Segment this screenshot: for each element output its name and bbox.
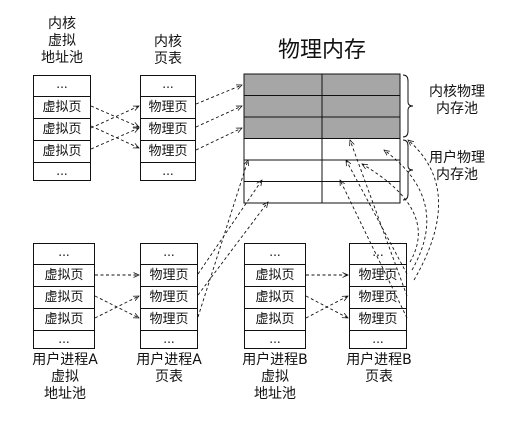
ellipsis-cell: ... (162, 77, 174, 91)
physical-page-cell: 物理页 (141, 140, 195, 162)
mapping-arrow (362, 164, 419, 263)
virtual-page-cell: 虚拟页 (34, 118, 90, 140)
mapping-arrow (346, 160, 408, 275)
mapping-arrow (305, 296, 348, 319)
mapping-arrow (408, 140, 440, 281)
ellipsis-cell: ... (269, 245, 281, 259)
mapping-arrow (195, 85, 242, 105)
physical-page-cell: 物理页 (141, 118, 195, 140)
mapping-arrow (350, 140, 408, 297)
virtual-page-cell: 虚拟页 (34, 140, 90, 162)
mapping-arrow (90, 125, 139, 149)
mapping-arrow (195, 105, 242, 128)
brace (402, 139, 414, 201)
kernel-ptable-label: 内核 页表 (154, 34, 182, 67)
mapping-arrow (94, 296, 139, 319)
ellipsis-cell: ... (350, 330, 406, 350)
virtual-page-cell: 虚拟页 (34, 286, 94, 308)
virtual-page-cell: 虚拟页 (245, 286, 305, 308)
virtual-page-cell: 虚拟页 (34, 308, 94, 330)
ellipsis-cell: ... (34, 330, 94, 350)
mapping-arrow (90, 128, 139, 150)
procA-ptable-label: 用户进程A 页表 (136, 352, 202, 385)
ellipsis-cell: ... (163, 245, 175, 259)
physical-page-cell: 物理页 (141, 264, 197, 286)
ellipsis-cell: ... (372, 245, 384, 259)
mapping-arrow (195, 127, 242, 151)
physical-page-cell: 物理页 (350, 308, 406, 330)
procB-ptable-column: ... 物理页 物理页 物理页 ... (349, 243, 407, 349)
mapping-arrow (197, 160, 248, 318)
ellipsis-cell: ... (141, 330, 197, 350)
user-phys-pool-label: 用户物理 内存池 (429, 150, 485, 183)
mapping-arrow (197, 180, 262, 275)
mapping-arrow (197, 202, 268, 296)
physical-page-cell: 物理页 (141, 96, 195, 118)
virtual-page-cell: 虚拟页 (34, 264, 94, 286)
mapping-arrow (384, 150, 428, 271)
physical-page-cell: 物理页 (350, 286, 406, 308)
kernel-phys-pool-label: 内核物理 内存池 (429, 84, 485, 117)
physical-page-cell: 物理页 (141, 308, 197, 330)
kernel-vpool-label: 内核 虚拟 地址池 (41, 16, 83, 66)
ellipsis-cell: ... (141, 162, 195, 182)
kernel-ptable-column: ... 物理页 物理页 物理页 ... (140, 75, 196, 181)
procA-ptable-column: ... 物理页 物理页 物理页 ... (140, 243, 198, 349)
kernel-vpool-column: ... 虚拟页 虚拟页 虚拟页 ... (33, 75, 91, 181)
procA-vpool-label: 用户进程A 虚拟 地址池 (32, 352, 98, 402)
ellipsis-cell: ... (245, 330, 305, 350)
virtual-page-cell: 虚拟页 (245, 264, 305, 286)
ellipsis-cell: ... (58, 245, 70, 259)
procB-ptable-label: 用户进程B 页表 (346, 352, 412, 385)
user-phys-block (321, 181, 401, 204)
mapping-arrow (90, 105, 139, 129)
virtual-page-cell: 虚拟页 (245, 308, 305, 330)
brace (402, 74, 414, 138)
procB-vpool-label: 用户进程B 虚拟 地址池 (242, 352, 308, 402)
physical-page-cell: 物理页 (141, 286, 197, 308)
procB-vpool-column: ... 虚拟页 虚拟页 虚拟页 ... (244, 243, 306, 349)
procA-vpool-column: ... 虚拟页 虚拟页 虚拟页 ... (33, 243, 95, 349)
ellipsis-cell: ... (56, 77, 68, 91)
physical-page-cell: 物理页 (350, 264, 406, 286)
virtual-page-cell: 虚拟页 (34, 96, 90, 118)
mapping-arrow (340, 180, 408, 319)
physical-memory-title: 物理内存 (278, 38, 367, 63)
ellipsis-cell: ... (34, 162, 90, 182)
